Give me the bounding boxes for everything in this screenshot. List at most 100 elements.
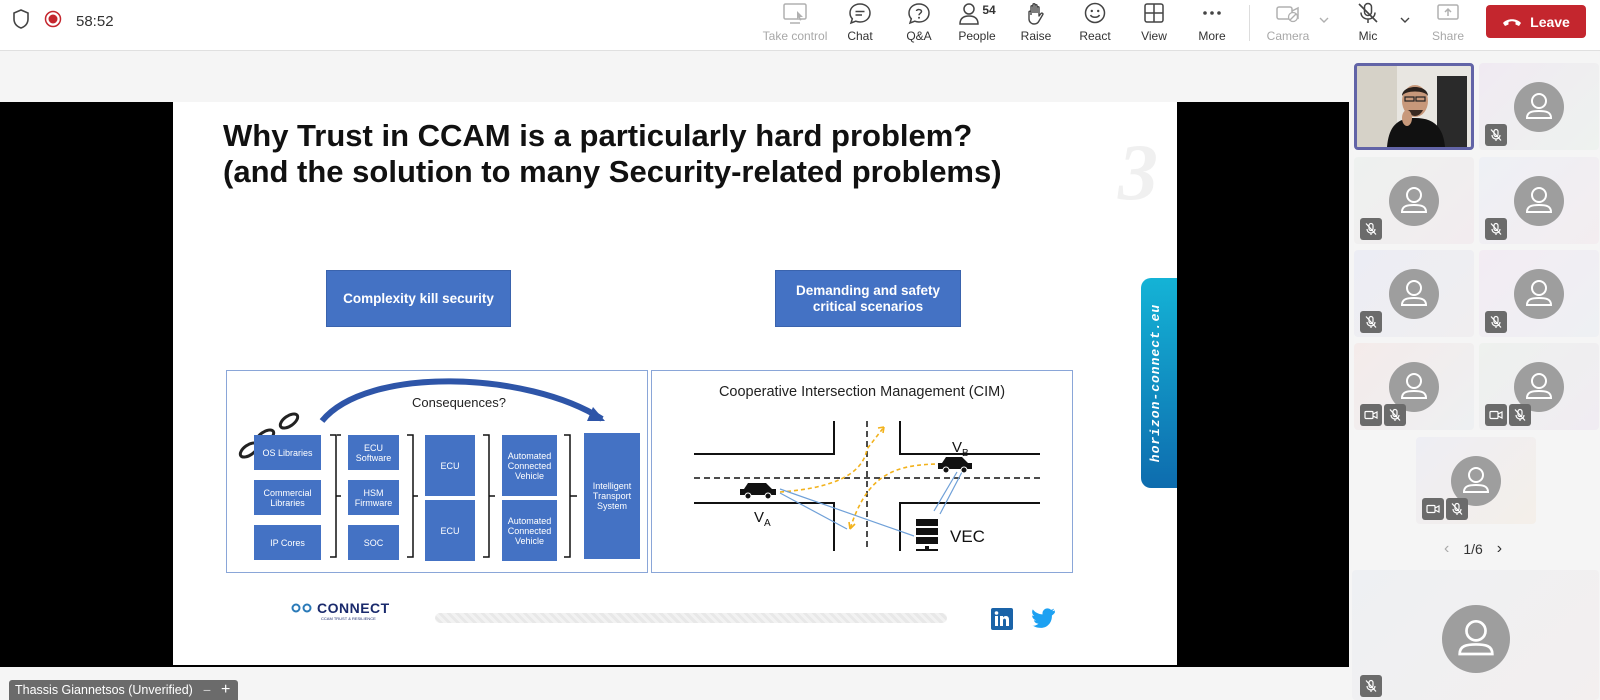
participant-tile[interactable] <box>1416 437 1536 524</box>
more-dots-icon <box>1203 11 1221 15</box>
twitter-icon <box>1032 608 1055 628</box>
person-icon <box>1400 280 1428 306</box>
person-icon <box>1462 467 1490 493</box>
people-icon <box>959 3 980 25</box>
camera-off-badge-icon <box>1360 404 1382 426</box>
self-avatar <box>1442 605 1510 673</box>
more-label: More <box>1198 29 1226 43</box>
people-count: 54 <box>982 3 996 17</box>
complexity-diagram-lines <box>238 378 605 558</box>
complexity-box: Complexity kill security <box>326 270 511 327</box>
participant-tile[interactable] <box>1479 343 1599 430</box>
share-label: Share <box>1431 29 1465 43</box>
participant-tile[interactable] <box>1479 250 1599 337</box>
soc-box: SOC <box>348 525 399 560</box>
camera-options-chevron-icon[interactable] <box>1318 14 1330 26</box>
commercial-libraries-box: Commercial Libraries <box>254 480 321 515</box>
ecu-box-top: ECU <box>425 435 475 496</box>
ecu-software-box: ECU Software <box>348 435 399 470</box>
acv-box-top: Automated Connected Vehicle <box>502 435 557 496</box>
avatar <box>1514 176 1564 226</box>
presentation-slide: Why Trust in CCAM is a particularly hard… <box>173 102 1177 665</box>
person-icon <box>1525 373 1553 399</box>
car-vb-icon <box>938 457 972 474</box>
raise-label: Raise <box>1020 29 1052 43</box>
mic-options-chevron-icon[interactable] <box>1399 14 1411 26</box>
react-button[interactable]: React <box>1065 0 1125 50</box>
mic-button[interactable]: Mic <box>1338 0 1398 50</box>
cim-title: Cooperative Intersection Management (CIM… <box>718 384 1006 400</box>
avatar <box>1514 269 1564 319</box>
avatar <box>1389 176 1439 226</box>
participant-tile[interactable] <box>1354 343 1474 430</box>
avatar <box>1389 269 1439 319</box>
person-icon <box>1400 373 1428 399</box>
participant-tile[interactable] <box>1354 250 1474 337</box>
more-button[interactable]: More <box>1182 0 1242 50</box>
muted-mic-icon <box>1360 675 1382 697</box>
view-button[interactable]: View <box>1124 0 1184 50</box>
avatar <box>1514 362 1564 412</box>
hsm-firmware-box: HSM Firmware <box>348 480 399 515</box>
person-icon <box>1525 93 1553 119</box>
presenter-name-tag: Thassis Giannetsos (Unverified) − + <box>9 680 239 700</box>
intersection-drawing <box>694 421 1040 551</box>
vec-label: VEC <box>950 527 985 546</box>
people-label: People <box>958 29 996 43</box>
meeting-timer: 58:52 <box>76 12 114 30</box>
mic-label: Mic <box>1358 29 1378 43</box>
take-control-icon <box>783 3 807 24</box>
toolbar-divider <box>1249 5 1250 41</box>
consequences-label: Consequences? <box>412 395 506 410</box>
server-vec-icon <box>916 519 938 551</box>
leave-button[interactable]: Leave <box>1486 5 1586 38</box>
smiley-icon <box>1084 2 1106 24</box>
toolbar-left: 58:52 <box>12 0 114 42</box>
muted-mic-icon <box>1509 404 1531 426</box>
participant-tile[interactable] <box>1479 63 1599 150</box>
raise-hand-button[interactable]: Raise <box>1006 0 1066 50</box>
slide-title-line1: Why Trust in CCAM is a particularly hard… <box>223 118 973 153</box>
os-libraries-box: OS Libraries <box>254 435 321 470</box>
person-icon <box>1525 280 1553 306</box>
hang-up-icon <box>1503 18 1522 26</box>
camera-off-badge-icon <box>1485 404 1507 426</box>
cim-diagram: Cooperative Intersection Management (CIM… <box>651 370 1073 573</box>
gallery-page-indicator: 1/6 <box>1463 541 1483 557</box>
chat-button[interactable]: Chat <box>830 0 890 50</box>
zoom-out-icon[interactable]: − <box>202 682 212 698</box>
next-page-chevron-icon[interactable]: › <box>1496 540 1503 557</box>
camera-off-icon <box>1276 6 1299 23</box>
gallery-pager: ‹ 1/6 › <box>1444 540 1502 558</box>
share-button[interactable]: Share <box>1418 0 1478 50</box>
take-control-label: Take control <box>762 29 828 43</box>
people-button[interactable]: 54 People <box>947 0 1007 50</box>
slide-footer-bar <box>435 613 947 623</box>
avatar <box>1514 82 1564 132</box>
ecu-box-bottom: ECU <box>425 500 475 561</box>
leave-label: Leave <box>1530 13 1570 30</box>
car-va-icon <box>740 483 776 500</box>
self-view-tile[interactable] <box>1352 570 1599 700</box>
take-control-button[interactable]: Take control <box>762 0 828 50</box>
muted-mic-icon <box>1485 124 1507 146</box>
participant-tile-video[interactable] <box>1354 63 1474 150</box>
participant-tile[interactable] <box>1354 157 1474 244</box>
participant-tile[interactable] <box>1479 157 1599 244</box>
qa-button[interactable]: Q&A <box>889 0 949 50</box>
camera-button[interactable]: Camera <box>1258 0 1318 50</box>
horizon-connect-side-tab: horizon-connect.eu <box>1141 278 1177 488</box>
muted-mic-icon <box>1384 404 1406 426</box>
qa-icon <box>908 3 930 25</box>
zoom-in-icon[interactable]: + <box>221 681 231 698</box>
grid-view-icon <box>1144 3 1164 23</box>
connect-logo-mark-icon <box>291 603 312 613</box>
view-label: View <box>1141 29 1167 43</box>
qa-label: Q&A <box>906 29 932 43</box>
muted-mic-icon <box>1446 498 1468 520</box>
shield-icon <box>12 8 30 34</box>
muted-mic-icon <box>1485 311 1507 333</box>
linkedin-icon <box>991 608 1013 630</box>
complexity-diagram: Consequences? OS Libraries Commercial Li… <box>226 370 648 573</box>
previous-page-chevron-icon[interactable]: ‹ <box>1444 540 1450 557</box>
